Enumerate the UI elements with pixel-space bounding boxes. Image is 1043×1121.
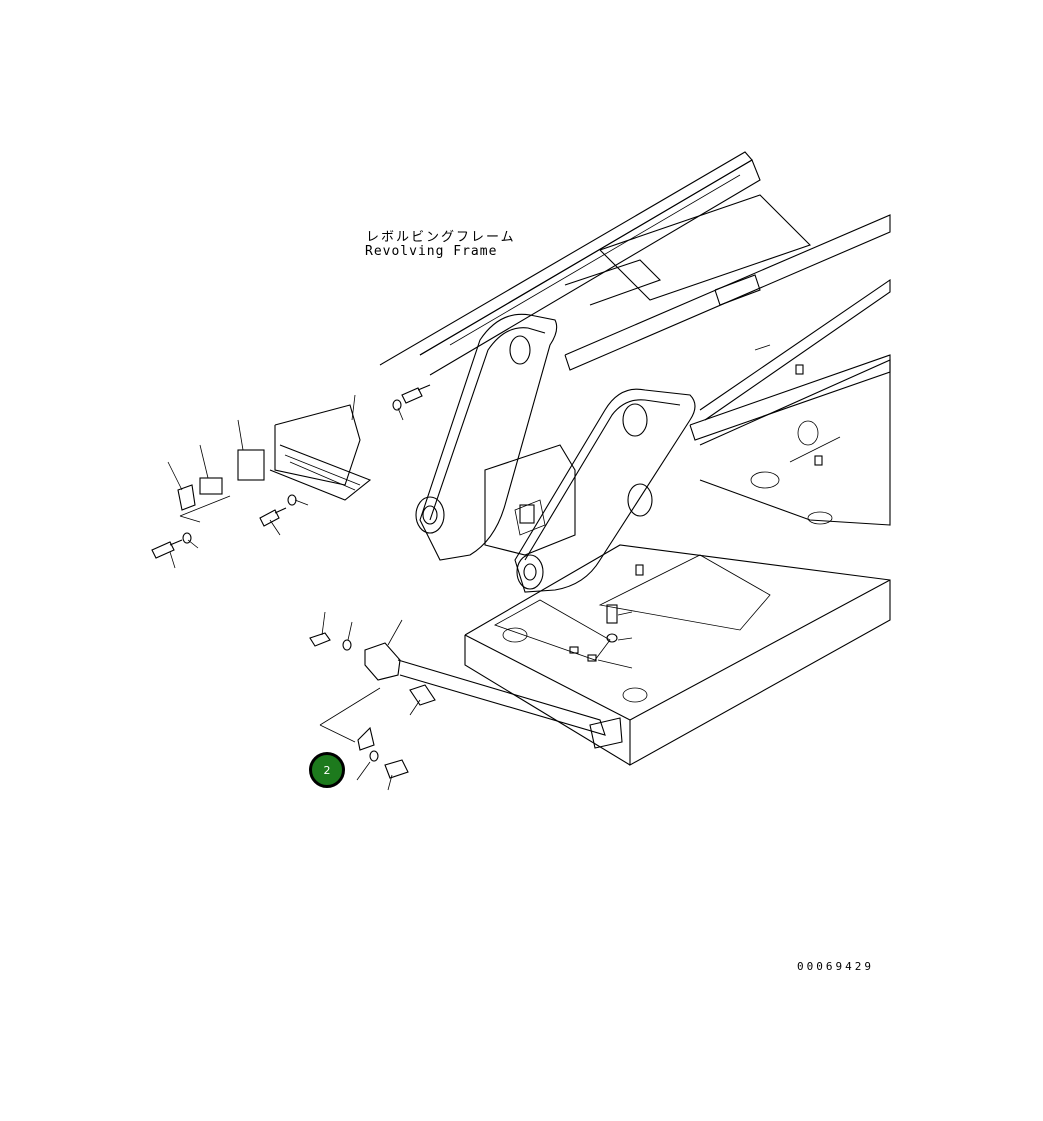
revolving-frame-rails	[379, 151, 891, 441]
boom-foot-bracket-left	[415, 313, 558, 561]
frame-label-english: Revolving Frame	[365, 244, 498, 259]
step-assembly	[177, 404, 372, 511]
leader-lines	[167, 344, 841, 791]
small-hardware	[519, 364, 823, 662]
bolts-left	[151, 384, 431, 559]
frame-label-japanese: レボルビングフレーム	[366, 230, 516, 245]
part-callout-2[interactable]: 2	[309, 752, 345, 788]
link-rod	[309, 632, 623, 779]
boom-foot-bracket-right	[514, 388, 696, 593]
front-platform-slab	[464, 544, 891, 766]
center-deck	[484, 444, 576, 556]
right-deck	[699, 359, 891, 526]
document-number: 00069429	[797, 960, 874, 973]
